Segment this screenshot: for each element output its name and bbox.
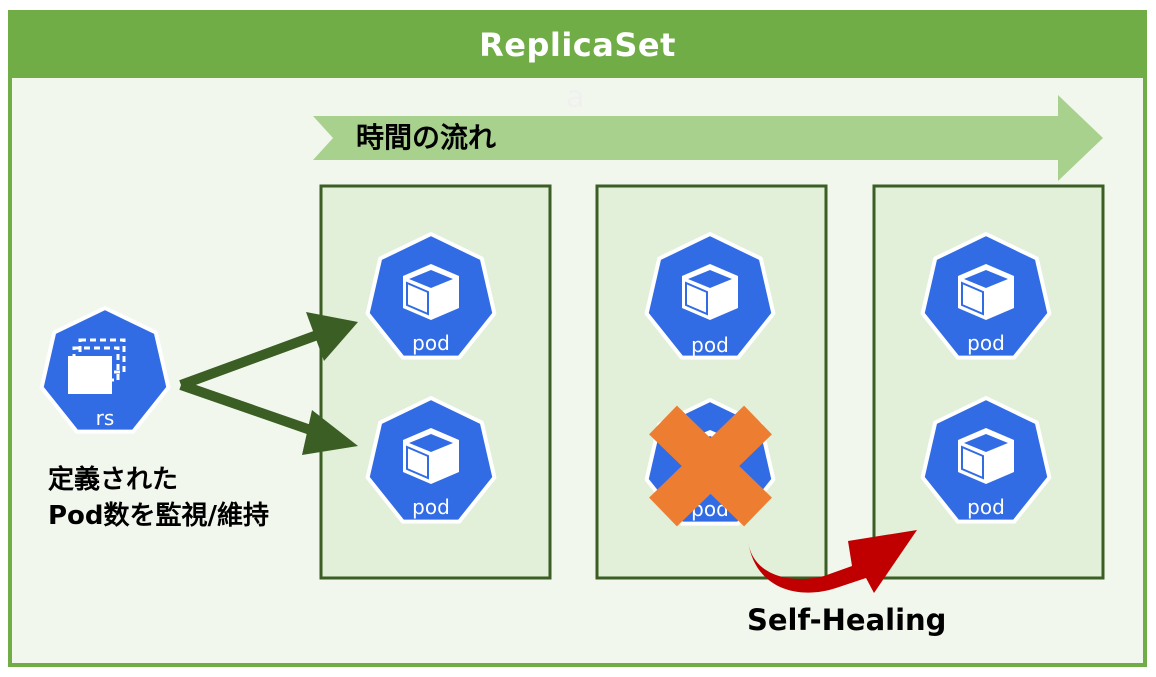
self-healing-label: Self-Healing xyxy=(747,603,947,637)
cube-icon xyxy=(957,427,1015,485)
cube-icon xyxy=(957,263,1015,321)
pod-icon: pod xyxy=(365,396,497,524)
description-line-2: Pod数を監視/維持 xyxy=(48,501,270,531)
time-arrow-label: 時間の流れ xyxy=(356,121,497,154)
cube-icon xyxy=(681,263,739,321)
pod-icon-label: pod xyxy=(967,331,1005,355)
pod-icon-label: pod xyxy=(412,331,450,355)
fork-arrow-upper-head xyxy=(306,312,358,361)
page-title: ReplicaSet xyxy=(479,26,676,64)
self-healing-arrow-icon xyxy=(748,530,917,593)
pod-icon: pod xyxy=(920,232,1052,360)
pod-icon: pod xyxy=(365,232,497,360)
fork-arrow-lower xyxy=(179,380,324,439)
fork-arrow-lower-head xyxy=(302,410,358,455)
replicaset-icon: rs xyxy=(39,306,171,434)
replicaset-icon-label: rs xyxy=(96,406,115,430)
pod-icon-label: pod xyxy=(967,495,1005,519)
title-bar xyxy=(10,12,1145,78)
pod-icon: pod xyxy=(644,232,776,360)
cross-icon xyxy=(649,405,772,527)
description-line-1: 定義された xyxy=(48,465,179,495)
pod-icon-label: pod xyxy=(412,495,450,519)
fork-arrow-upper xyxy=(179,329,322,390)
time-arrow xyxy=(313,95,1103,181)
pod-icon-label: pod xyxy=(691,333,729,357)
pod-icon: pod xyxy=(920,396,1052,524)
replicaset-description: 定義された Pod数を監視/維持 xyxy=(48,462,269,534)
faint-mark: a xyxy=(566,80,585,115)
